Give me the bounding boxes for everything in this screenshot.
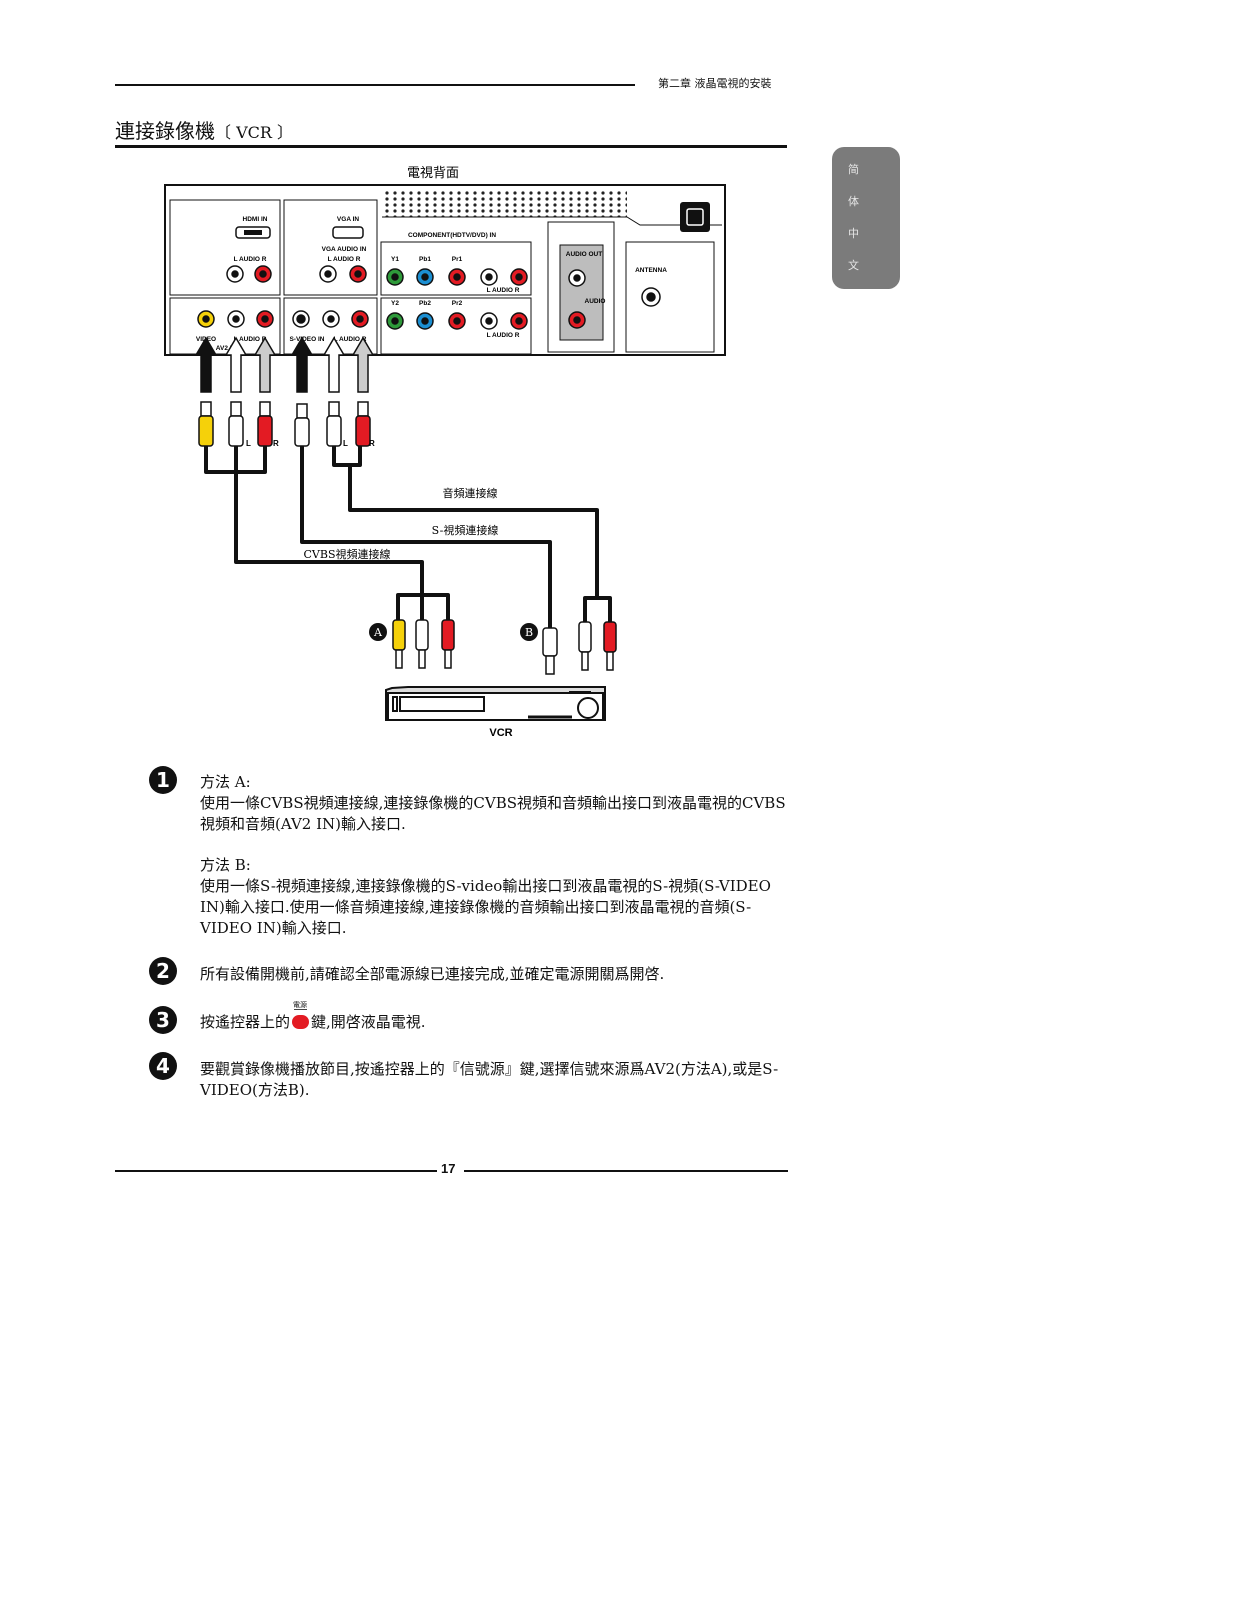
step-3-text: 按遙控器上的電源鍵,開啓液晶電視. bbox=[200, 1002, 790, 1033]
side-tab-char: 中 bbox=[848, 227, 859, 240]
pr1-label: Pr1 bbox=[452, 256, 463, 263]
component2-audio-lr-label: L AUDIO R bbox=[487, 332, 520, 339]
header-rule bbox=[115, 84, 635, 86]
step-1-method-a-title: 方法 A: bbox=[200, 773, 251, 791]
step-1-method-b-title: 方法 B: bbox=[200, 856, 251, 874]
plug-r-label: R bbox=[369, 439, 375, 448]
audio-cable-label: 音頻連接線 bbox=[443, 486, 498, 500]
step-1-method-b-text: 使用一條S-視頻連接線,連接錄像機的S-video輸出接口到液晶電視的S-視頻(… bbox=[200, 877, 771, 937]
plug-l-label: L bbox=[343, 439, 348, 448]
hdmi-in-label: HDMI IN bbox=[243, 216, 268, 223]
vcr-device-icon bbox=[385, 686, 606, 721]
antenna-label: ANTENNA bbox=[635, 267, 667, 274]
plug-l-label: L bbox=[246, 439, 251, 448]
plug-r-label: R bbox=[273, 439, 279, 448]
av2-audio-lr-label: L AUDIO R bbox=[234, 336, 267, 343]
svideo-audio-lr-label: L AUDIO R bbox=[334, 336, 367, 343]
footer-rule-right bbox=[464, 1170, 788, 1172]
cvbs-cable-label: CVBS視頻連接線 bbox=[304, 547, 391, 561]
power-socket bbox=[680, 202, 710, 232]
y1-label: Y1 bbox=[391, 256, 399, 263]
step-3-number: 3 bbox=[149, 1006, 177, 1034]
step-2-text: 所有設備開機前,請確認全部電源線已連接完成,並確定電源開關爲開啓. bbox=[200, 965, 665, 983]
vent-grille bbox=[382, 190, 627, 217]
vcr-connection-diagram: 電視背面 HDMI IN VGA IN VGA AUDIO IN COMPONE… bbox=[164, 166, 726, 739]
power-key-label: 電源 bbox=[293, 1001, 308, 1009]
marker-b: B bbox=[525, 626, 533, 639]
side-tab-char: 简 bbox=[848, 163, 859, 176]
step-1-method-a-text: 使用一條CVBS視頻連接線,連接錄像機的CVBS視頻和音頻輸出接口到液晶電視的C… bbox=[200, 794, 786, 833]
vga-port bbox=[332, 226, 364, 239]
av2-in-label: AV2 IN bbox=[216, 345, 237, 352]
chapter-header: 第二章 液晶電視的安裝 bbox=[658, 77, 772, 90]
side-tab-char: 文 bbox=[848, 259, 859, 272]
marker-b-icon bbox=[520, 623, 538, 641]
language-side-tab: 简 体 中 文 bbox=[832, 147, 900, 289]
svideo-cable-label: S-視頻連接線 bbox=[432, 523, 499, 537]
component-in-label: COMPONENT(HDTV/DVD) IN bbox=[408, 232, 496, 239]
audio-out-label: AUDIO OUT bbox=[566, 251, 603, 258]
hdmi-audio-lr-label: L AUDIO R bbox=[234, 256, 267, 263]
section-title: 連接錄像機〔 VCR 〕 bbox=[115, 115, 293, 144]
audio-label: AUDIO bbox=[585, 298, 606, 305]
vga-audio-lr-label: L AUDIO R bbox=[328, 256, 361, 263]
tv-back-label: 電視背面 bbox=[407, 166, 459, 181]
vcr-side-plugs bbox=[392, 619, 617, 675]
connection-arrows bbox=[194, 336, 375, 393]
side-tab-char: 体 bbox=[848, 195, 859, 208]
page-number: 17 bbox=[441, 1161, 456, 1176]
section-subtitle: 〔 VCR 〕 bbox=[215, 123, 294, 142]
y2-label: Y2 bbox=[391, 300, 399, 307]
pr2-label: Pr2 bbox=[452, 300, 463, 307]
step-4-number: 4 bbox=[149, 1052, 177, 1080]
section-rule bbox=[115, 145, 787, 148]
step-3-text-after: 鍵,開啓液晶電視. bbox=[311, 1013, 426, 1031]
vcr-label: VCR bbox=[489, 727, 512, 739]
svideo-in-label: S-VIDEO IN bbox=[289, 336, 324, 343]
step-3-text-before: 按遙控器上的 bbox=[200, 1013, 291, 1031]
cables bbox=[204, 446, 612, 628]
step-1-number: 1 bbox=[149, 766, 177, 794]
marker-a: A bbox=[373, 626, 383, 639]
vga-audio-in-label: VGA AUDIO IN bbox=[322, 246, 367, 253]
power-key-icon: 電源 bbox=[292, 1002, 310, 1029]
rca-jacks bbox=[197, 265, 661, 330]
pb2-label: Pb2 bbox=[419, 300, 431, 307]
footer-rule-left bbox=[115, 1170, 437, 1172]
marker-a-icon bbox=[369, 623, 387, 641]
step-4-text: 要觀賞錄像機播放節目,按遙控器上的『信號源』鍵,選擇信號來源爲AV2(方法A),… bbox=[200, 1060, 779, 1099]
component1-audio-lr-label: L AUDIO R bbox=[487, 287, 520, 294]
pb1-label: Pb1 bbox=[419, 256, 431, 263]
vga-in-label: VGA IN bbox=[337, 216, 359, 223]
section-title-text: 連接錄像機 bbox=[115, 119, 215, 143]
step-2-number: 2 bbox=[149, 957, 177, 985]
